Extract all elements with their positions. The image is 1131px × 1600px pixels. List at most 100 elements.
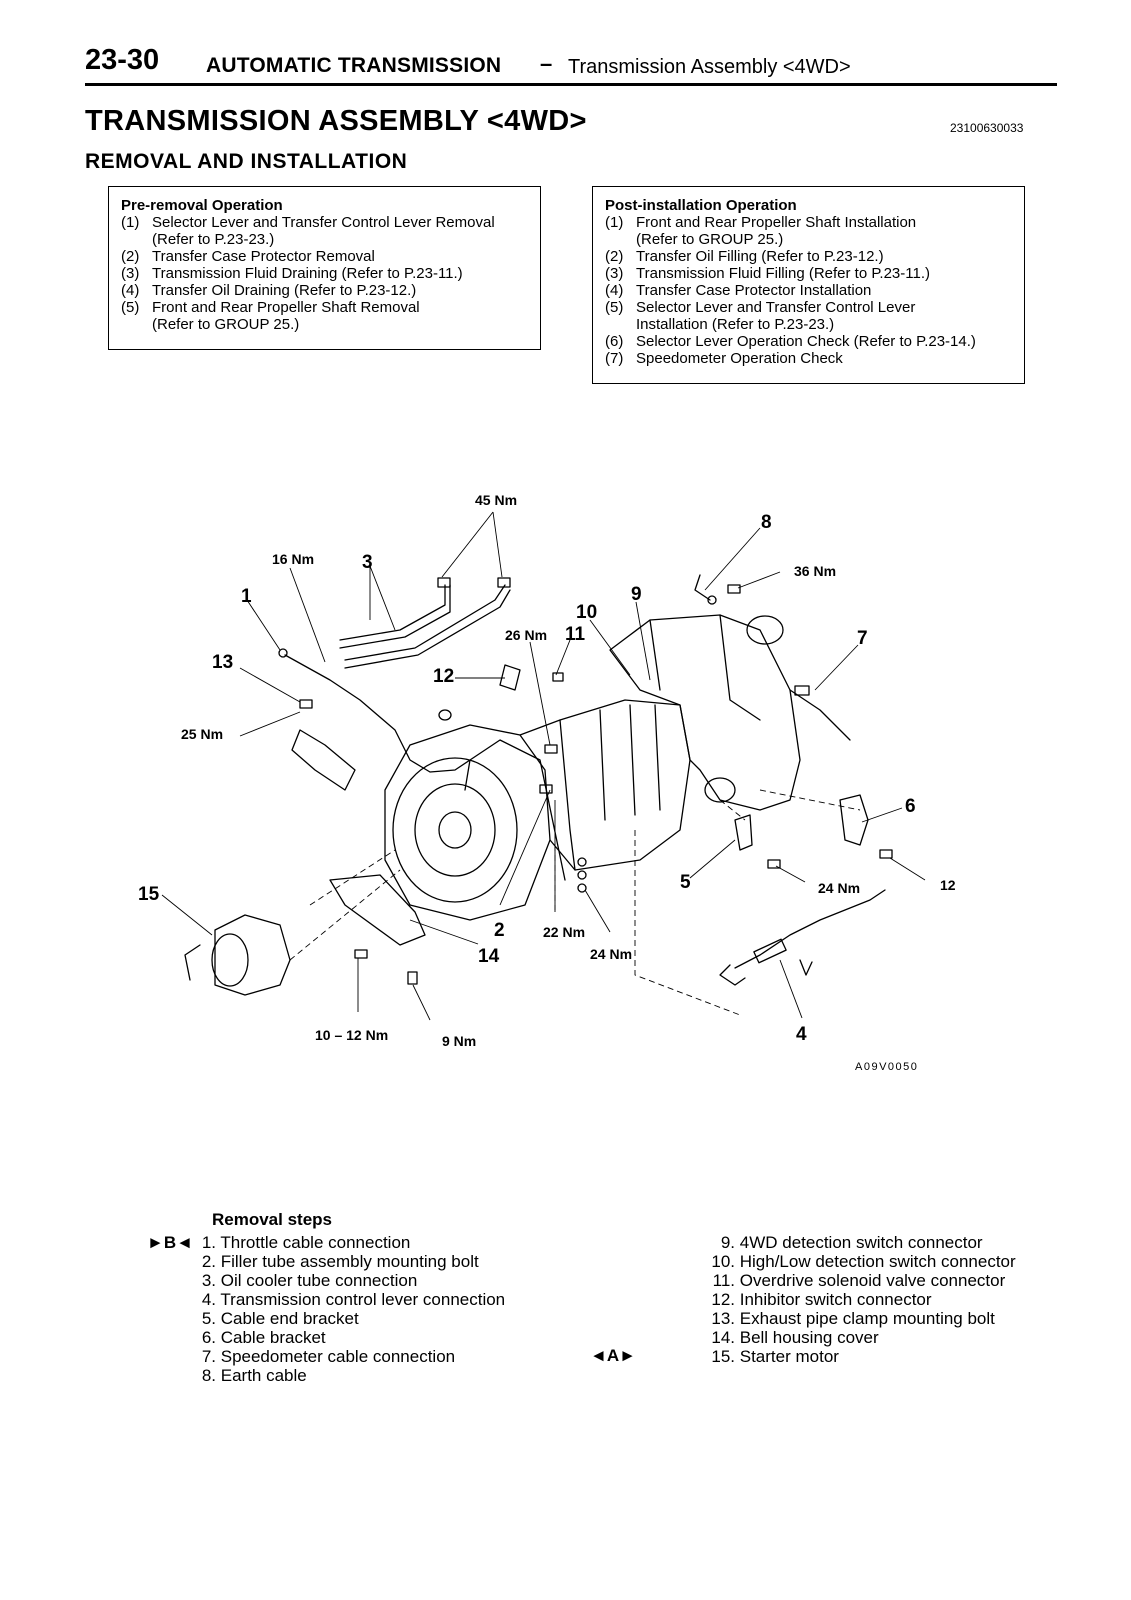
pre-removal-item: (2)Transfer Case Protector Removal — [121, 248, 528, 265]
transfer-case — [609, 614, 801, 811]
service-mark-a: ◄A► — [590, 1346, 636, 1365]
subsection-title: Transmission Assembly <4WD> — [568, 56, 851, 78]
removal-steps-heading: Removal steps — [212, 1210, 332, 1229]
item-text: Transfer Case Protector Removal — [152, 248, 375, 265]
removal-step: 10. High/Low detection switch connector — [705, 1252, 1016, 1271]
step-text: Overdrive solenoid valve connector — [739, 1271, 1006, 1290]
step-number: 10. — [711, 1252, 735, 1271]
torque-label: 36 Nm — [794, 563, 836, 579]
leader-15 — [161, 894, 213, 936]
starter-end — [211, 933, 249, 987]
item-number: (6) — [605, 333, 624, 350]
starter-wire — [184, 944, 201, 981]
control-cable — [734, 889, 886, 969]
leader-5 — [689, 839, 736, 879]
oil-cooler-tube-upper-edge — [339, 584, 451, 649]
leader-12nm — [889, 857, 926, 881]
step-number: 2. — [201, 1252, 216, 1271]
page-number: 23-30 — [85, 44, 160, 76]
removal-step: 3. Oil cooler tube connection — [196, 1271, 417, 1290]
torque-label: 16 Nm — [272, 551, 314, 567]
removal-step: 11. Overdrive solenoid valve connector — [705, 1271, 1006, 1290]
item-text: Transfer Case Protector Installation — [636, 282, 872, 299]
torque-label: 24 Nm — [818, 880, 860, 896]
header-rule — [85, 83, 1057, 86]
torque-converter-hub — [438, 811, 472, 849]
torque-label: 25 Nm — [181, 726, 223, 742]
post-installation-item: (1)Front and Rear Propeller Shaft Instal… — [605, 214, 1012, 248]
exhaust-pipe-clamp — [291, 729, 356, 791]
step-number: 6. — [201, 1328, 216, 1347]
bracket-bolt — [544, 744, 558, 754]
leader-3 — [369, 565, 396, 631]
post-installation-item: (6) Selector Lever Operation Check (Refer… — [605, 333, 1012, 350]
callout-number: 14 — [478, 946, 500, 967]
control-cable-sleeve — [753, 938, 787, 964]
removal-step: 4. Transmission control lever connection — [196, 1290, 505, 1309]
step-number: 15. — [711, 1347, 735, 1366]
oil-cooler-tube-lower-edge — [344, 589, 511, 669]
leader-8 — [704, 527, 761, 591]
step-text: Starter motor — [739, 1347, 839, 1366]
leader-14 — [409, 919, 479, 945]
step-text: High/Low detection switch connector — [739, 1252, 1016, 1271]
step-number: 1. — [201, 1233, 216, 1252]
item-number: (2) — [605, 248, 624, 265]
grommet — [438, 709, 452, 721]
step-text: Cable bracket — [220, 1328, 326, 1347]
callout-number: 11 — [565, 624, 586, 645]
callout-number: 4 — [796, 1024, 807, 1045]
post-installation-item: (4) Transfer Case Protector Installation — [605, 282, 1012, 299]
item-text: Selector Lever Operation Check (Refer to… — [636, 333, 976, 350]
document-number: 23100630033 — [950, 121, 1024, 135]
callout-number: 6 — [905, 796, 916, 817]
case-ribs — [599, 704, 661, 821]
pre-removal-box: Pre-removal Operation (1)Selector Lever … — [108, 186, 541, 350]
item-number: (1) — [121, 214, 140, 231]
removal-step: 1. Throttle cable connection — [196, 1233, 411, 1252]
torque-label: 24 Nm — [590, 946, 632, 962]
tube-fitting-right — [497, 577, 511, 588]
removal-step: 13. Exhaust pipe clamp mounting bolt — [705, 1309, 995, 1328]
removal-step: 8. Earth cable — [196, 1366, 307, 1385]
item-number: (4) — [605, 282, 624, 299]
callout-number: 9 — [631, 584, 642, 605]
throttle-cable-end — [278, 648, 288, 658]
leader-9 — [635, 601, 651, 681]
section-title: AUTOMATIC TRANSMISSION — [206, 54, 502, 77]
step-text: Filler tube assembly mounting bolt — [220, 1252, 479, 1271]
alignment-line — [719, 799, 746, 821]
leader-26nm — [529, 641, 551, 746]
step-text: Cable end bracket — [220, 1309, 359, 1328]
callout-number: 12 — [433, 666, 454, 687]
bell-housing — [384, 724, 551, 921]
item-number: (5) — [121, 299, 140, 316]
service-mark-b: ►B◄ — [147, 1233, 193, 1252]
leader-6 — [861, 807, 903, 823]
item-text: Front and Rear Propeller Shaft Removal (… — [152, 299, 420, 333]
step-text: Earth cable — [220, 1366, 307, 1385]
callout-number: 13 — [212, 652, 233, 673]
post-installation-item: (7)Speedometer Operation Check — [605, 350, 1012, 367]
step-number: 8. — [201, 1366, 216, 1385]
removal-step: 9. 4WD detection switch connector — [705, 1233, 983, 1252]
torque-converter — [392, 757, 518, 903]
leader-11 — [555, 639, 571, 676]
cable-end-bracket-bolt — [767, 859, 781, 869]
clamp-bolt — [299, 699, 313, 709]
step-text: Transmission control lever connection — [220, 1290, 506, 1309]
tube-fitting-left — [437, 577, 451, 588]
step-text: Throttle cable connection — [220, 1233, 411, 1252]
pre-removal-heading: Pre-removal Operation — [121, 197, 283, 214]
removal-step: 5. Cable end bracket — [196, 1309, 359, 1328]
item-number: (3) — [605, 265, 624, 282]
callout-number: 7 — [857, 628, 868, 649]
callout-number: 5 — [680, 872, 691, 893]
pre-removal-item: (3)Transmission Fluid Draining (Refer to… — [121, 265, 528, 282]
leader-45nm — [441, 511, 503, 578]
step-number: 4. — [201, 1290, 216, 1309]
leader-10 — [589, 619, 631, 676]
torque-label: 10 – 12 Nm — [315, 1027, 388, 1043]
item-text: Front and Rear Propeller Shaft Installat… — [636, 214, 917, 248]
post-installation-heading: Post-installation Operation — [605, 197, 797, 214]
